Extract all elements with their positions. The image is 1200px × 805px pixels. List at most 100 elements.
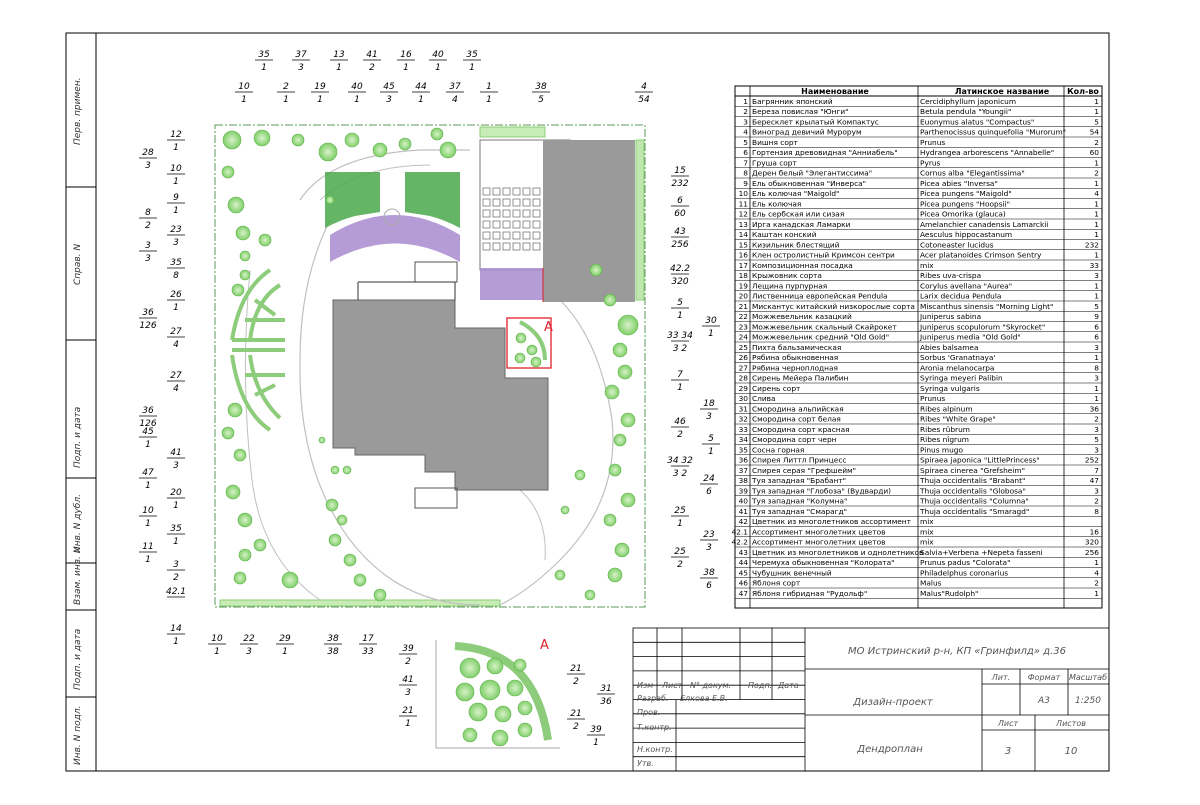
tree-symbol xyxy=(221,165,235,179)
callout-qty: 3 xyxy=(173,238,179,248)
table-cell-name: Яблоня гибридная "Рудольф" xyxy=(752,589,867,598)
tree-symbol xyxy=(291,133,305,147)
table-cell-name: Дерен белый "Элегантиссима" xyxy=(752,169,872,178)
tree-symbol xyxy=(398,137,412,151)
fan-flowerbed xyxy=(230,268,285,432)
hedge-top xyxy=(479,126,546,138)
plant-callout: 291 xyxy=(276,634,294,657)
callout-code: 13 xyxy=(333,50,345,60)
table-cell-num: 37 xyxy=(739,466,749,475)
table-cell-name: Ирга канадская Ламарки xyxy=(752,220,851,229)
table-cell-num: 2 xyxy=(743,107,748,116)
tree-symbol xyxy=(506,679,524,697)
col-izm: Изм xyxy=(637,681,653,690)
plant-callout: 51 xyxy=(702,434,720,457)
table-cell-num: 9 xyxy=(743,179,748,188)
section-marker-box xyxy=(506,317,552,369)
plant-callout: 131 xyxy=(330,50,348,73)
stairs-bottom xyxy=(414,487,458,509)
table-cell-name: Спирея Литтл Принцесс xyxy=(752,456,846,465)
table-cell-name: Туя западная "Колумна" xyxy=(751,497,847,506)
table-cell-num: 13 xyxy=(739,220,749,229)
callout-qty: 1 xyxy=(145,481,151,491)
plant-callout: 358 xyxy=(167,258,185,281)
tree-symbol xyxy=(459,657,481,679)
callout-code: 36 xyxy=(142,406,154,416)
table-cell-latin: Ribes "White Grape" xyxy=(920,415,996,424)
plant-callout: 33 xyxy=(139,241,157,264)
tree-symbol xyxy=(468,702,488,722)
table-cell-latin: Cotoneaster lucidus xyxy=(920,240,994,249)
callout-qty: 4 xyxy=(173,340,179,350)
callout-qty: 2 xyxy=(369,63,375,73)
table-cell-name: Ель колючая xyxy=(752,199,801,208)
plant-symbols xyxy=(221,127,639,602)
callout-code: 33 34 xyxy=(667,331,693,341)
col-sign: Подп. xyxy=(748,681,772,690)
table-cell-num: 27 xyxy=(739,363,749,372)
col-date: Дата xyxy=(777,681,799,690)
table-cell-latin: Juniperus media "Old Gold" xyxy=(919,333,1021,342)
callout-qty: 1 xyxy=(145,519,151,529)
callout-code: 31 xyxy=(600,684,611,694)
table-cell-num: 18 xyxy=(739,271,749,280)
table-cell-num: 1 xyxy=(743,97,748,106)
plant-callout: 42.1 xyxy=(166,587,186,598)
plant-callout: 401 xyxy=(348,82,366,105)
plant-callout: 251 xyxy=(671,506,689,529)
callout-code: 38 xyxy=(535,82,547,92)
plant-callout: 34 323 2 xyxy=(667,456,693,479)
table-cell-qty: 232 xyxy=(1085,240,1099,249)
table-cell-num: 43 xyxy=(739,548,749,557)
callout-code: 2 xyxy=(283,82,289,92)
table-cell-num: 26 xyxy=(739,353,749,362)
plant-callout: 413 xyxy=(399,675,417,698)
callout-qty: 1 xyxy=(282,647,288,657)
callout-qty: 3 xyxy=(706,412,712,422)
sidebar-label: Справ. N xyxy=(73,244,83,285)
plant-callout: 351 xyxy=(167,524,185,547)
callout-qty: 1 xyxy=(354,95,360,105)
table-cell-latin: Ribes uva-crispa xyxy=(920,271,981,280)
table-cell-num: 41 xyxy=(739,507,749,516)
callout-qty: 1 xyxy=(173,206,179,216)
table-cell-num: 35 xyxy=(739,445,749,454)
plant-callout: 223 xyxy=(240,634,258,657)
table-cell-qty: 1 xyxy=(1094,210,1099,219)
table-cell-num: 36 xyxy=(739,456,749,465)
callout-qty: 3 xyxy=(298,63,304,73)
callout-code: 41 xyxy=(366,50,377,60)
table-cell-qty: 54 xyxy=(1090,128,1100,137)
table-cell-latin: Picea abies "Inversa" xyxy=(920,179,998,188)
plant-callout: 91 xyxy=(167,193,185,216)
callout-qty: 320 xyxy=(671,277,688,287)
table-cell-num: 28 xyxy=(739,374,749,383)
table-cell-name: Пихта бальзамическая xyxy=(752,343,841,352)
tree-symbol xyxy=(530,356,542,368)
callout-code: 30 xyxy=(705,316,717,326)
sidebar-labels: Перв. примен. Справ. N Подп. и дата Инв.… xyxy=(73,77,83,765)
callout-qty: 3 xyxy=(386,95,392,105)
table-cell-latin: Ribes alpinum xyxy=(920,404,973,413)
table-cell-latin: Pinus mugo xyxy=(920,445,963,454)
callout-qty: 2 xyxy=(677,430,683,440)
hedge-bottom xyxy=(219,599,501,607)
table-cell-num: 29 xyxy=(739,384,749,393)
title-block xyxy=(632,627,1110,772)
plant-callout: 21 xyxy=(277,82,295,105)
callout-qty: 1 xyxy=(593,738,599,748)
tree-symbol xyxy=(328,533,342,547)
table-cell-num: 7 xyxy=(743,158,748,167)
callout-qty: 1 xyxy=(173,537,179,547)
table-cell-num: 45 xyxy=(739,568,749,577)
table-cell-num: 8 xyxy=(743,169,748,178)
table-cell-name: Яблоня сорт xyxy=(752,579,801,588)
plant-callout: 161 xyxy=(397,50,415,73)
table-cell-name: Цветник из многолетников и однолетников xyxy=(752,548,923,557)
callout-qty: 126 xyxy=(139,419,156,429)
sidebar-label: Взам. инв. N xyxy=(73,546,83,605)
tree-symbol xyxy=(231,283,245,297)
callout-qty: 2 xyxy=(677,560,683,570)
